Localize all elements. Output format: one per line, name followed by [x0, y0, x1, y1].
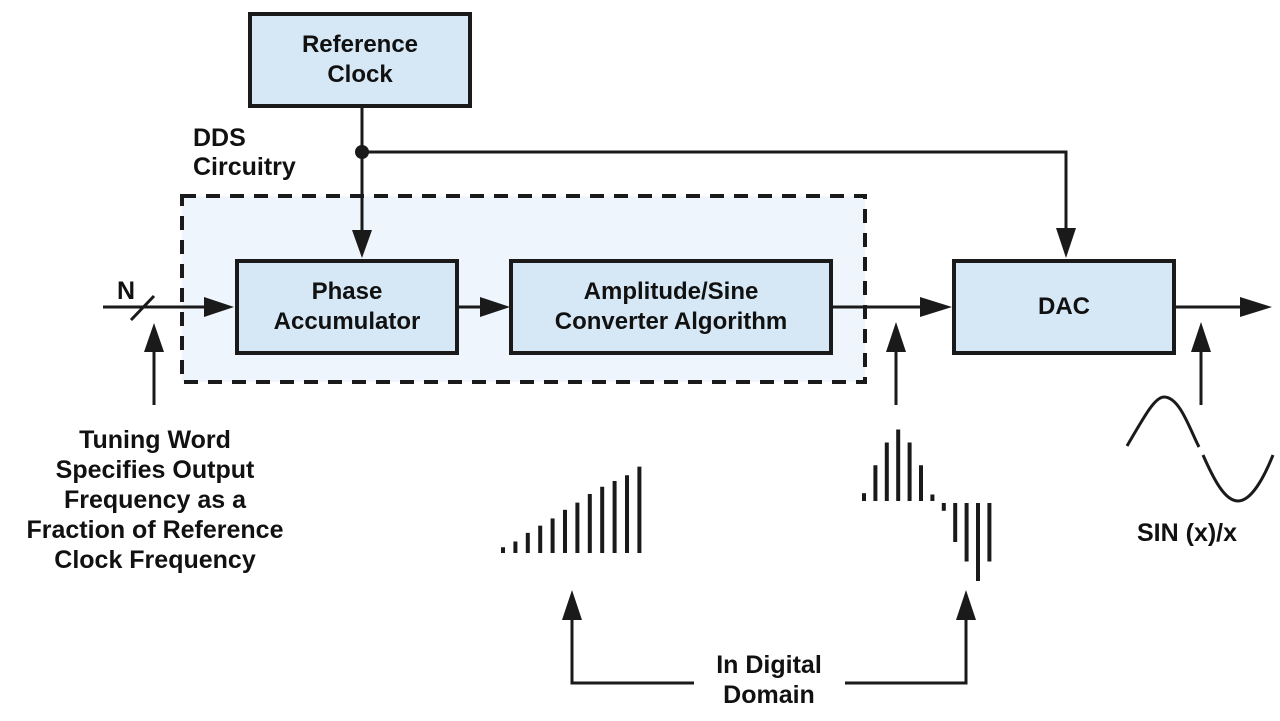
bus-width-slash [129, 294, 156, 322]
digital-domain-left-arrowhead [562, 590, 582, 620]
tuning-word-pointer-arrowhead [144, 323, 164, 352]
amplitude-to-dac-arrowhead [920, 297, 952, 317]
dac-block: DAC [952, 259, 1176, 355]
reference-clock-label-line1: Reference [301, 31, 419, 58]
analog-sine-pointer-arrowhead [1191, 322, 1211, 352]
tuning-note-line5: Clock Frequency [54, 546, 256, 574]
digital-domain-line1: In Digital [716, 651, 822, 679]
clock-to-dac-line [362, 150, 1068, 235]
tuning-note-line2: Specifies Output [55, 456, 255, 484]
bus-width-label: N [117, 277, 136, 305]
digital-domain-bracket-right [845, 610, 968, 685]
phase-to-amplitude-arrowhead [480, 297, 510, 317]
digital-domain-line2: Domain [723, 681, 815, 709]
dac-label: DAC [1038, 293, 1090, 320]
amplitude-converter-label-line2: Converter Algorithm [554, 308, 788, 335]
tuning-note-line3: Frequency as a [63, 486, 247, 514]
clock-to-phase-arrowhead [352, 230, 372, 258]
clock-to-dac-arrowhead [1056, 228, 1076, 258]
dds-label-line1: DDS [193, 124, 246, 152]
dac-output-arrowhead [1240, 297, 1272, 317]
digital-domain-right-arrowhead [956, 590, 976, 620]
tuning-note-line4: Fraction of Reference [26, 516, 284, 544]
digital-domain-bracket-left [570, 610, 694, 685]
dds-circuitry-label: DDS Circuitry [193, 124, 296, 182]
phase-accumulator-block: Phase Accumulator [235, 259, 459, 355]
dds-label-line2: Circuitry [193, 153, 296, 181]
reference-clock-block: Reference Clock [248, 12, 472, 108]
amplitude-converter-label-line1: Amplitude/Sine [583, 278, 759, 305]
reference-clock-label-line2: Clock [327, 61, 393, 88]
phase-accumulator-label-line2: Accumulator [273, 308, 421, 335]
amplitude-sine-converter-block: Amplitude/Sine Converter Algorithm [509, 259, 833, 355]
sampled-sine-waveform [862, 429, 992, 581]
tuning-note-line1: Tuning Word [79, 426, 231, 454]
phase-accumulator-label-line1: Phase [311, 278, 383, 305]
phase-ramp-waveform [501, 466, 642, 553]
digital-sine-pointer-arrowhead [886, 322, 906, 352]
tuning-word-bus-arrowhead [204, 297, 234, 317]
output-waveform-label: SIN (x)/x [1137, 519, 1238, 547]
analog-sine-wave [1125, 395, 1275, 503]
tuning-word-note: Tuning Word Specifies Output Frequency a… [0, 425, 310, 575]
digital-domain-label: In Digital Domain [694, 650, 844, 710]
